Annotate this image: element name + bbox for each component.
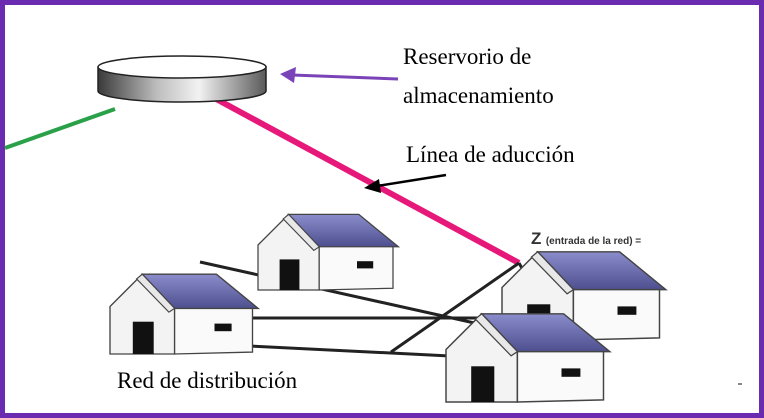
house-top xyxy=(257,213,400,291)
distribution-network-label: Red de distribución xyxy=(117,368,298,393)
reservoir-tank xyxy=(97,55,267,103)
reservoir-arrow xyxy=(280,67,399,83)
adduction-pipe xyxy=(205,91,521,266)
adduction-arrow xyxy=(364,173,447,193)
adduction-line-label: Línea de aducción xyxy=(406,142,575,167)
reservoir-label-line2: almacenamiento xyxy=(403,83,554,108)
network-entry-label: Z (entrada de la red) = xyxy=(531,229,641,249)
network-entry-symbol: Z xyxy=(531,229,542,248)
inflow-pipe xyxy=(4,107,116,150)
house-left xyxy=(109,273,259,355)
reservoir-label-line1: Reservorio de xyxy=(403,44,532,69)
network-entry-text: (entrada de la red) = xyxy=(545,236,642,247)
